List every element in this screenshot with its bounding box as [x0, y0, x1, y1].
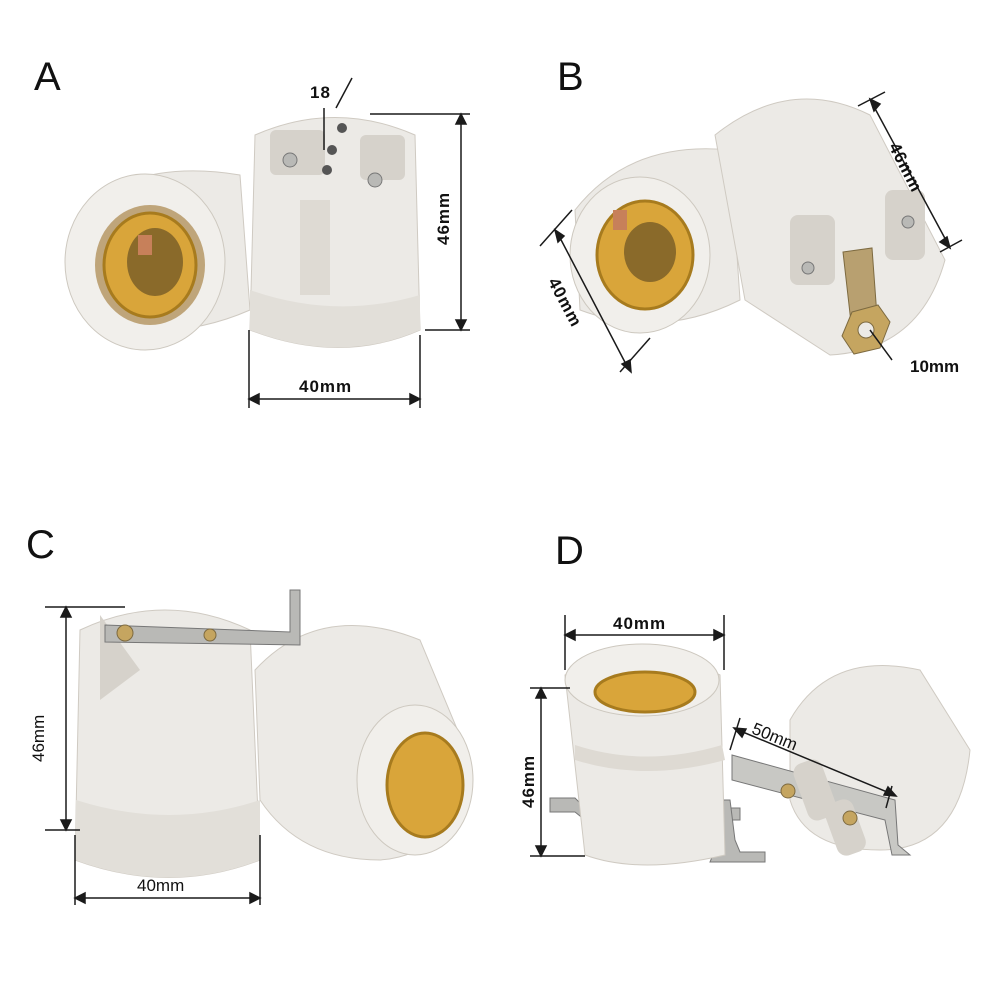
holder-a-back	[249, 117, 421, 348]
panel-letter: D	[555, 529, 584, 573]
holder-c-back	[254, 624, 474, 861]
holder-d-back	[731, 665, 971, 856]
panel-letter: A	[34, 55, 61, 99]
panel-a-dimension-lines	[247, 77, 470, 408]
panel-a-illustration	[64, 77, 470, 408]
holder-d-front	[549, 643, 766, 866]
holder-b-back	[714, 98, 946, 356]
panel-letter: C	[26, 523, 55, 567]
panel-c-illustration	[45, 589, 474, 905]
panel-b-illustration	[539, 91, 963, 374]
panel-d-dimension-lines	[530, 615, 898, 858]
dimension-label-height: 46mm	[29, 714, 48, 762]
dimension-label-width: 40mm	[613, 614, 667, 633]
panel-letter: B	[557, 55, 584, 99]
panel-d: D 40mm 46mm 50mm	[500, 500, 1000, 1000]
dimension-label-nut: 10mm	[910, 357, 960, 376]
holder-a-front	[64, 170, 251, 351]
panel-d-illustration	[530, 615, 971, 866]
panel-b-dimension-lines	[539, 91, 963, 374]
dimension-label-top: 18	[310, 83, 331, 102]
dimension-label-height: 46mm	[519, 754, 538, 808]
holder-c-front	[74, 589, 301, 878]
panel-a: A 18 46mm 40mm	[0, 0, 500, 500]
panel-b: B 46mm 40mm 10mm	[500, 0, 1000, 500]
panel-c-dimension-lines	[45, 605, 262, 905]
dimension-label-width: 40mm	[299, 377, 353, 396]
dimension-label-width: 40mm	[137, 876, 185, 895]
dimension-label-height: 46mm	[434, 191, 453, 245]
panel-c: C 46mm 40mm	[0, 500, 500, 1000]
holder-b-front	[569, 148, 741, 334]
